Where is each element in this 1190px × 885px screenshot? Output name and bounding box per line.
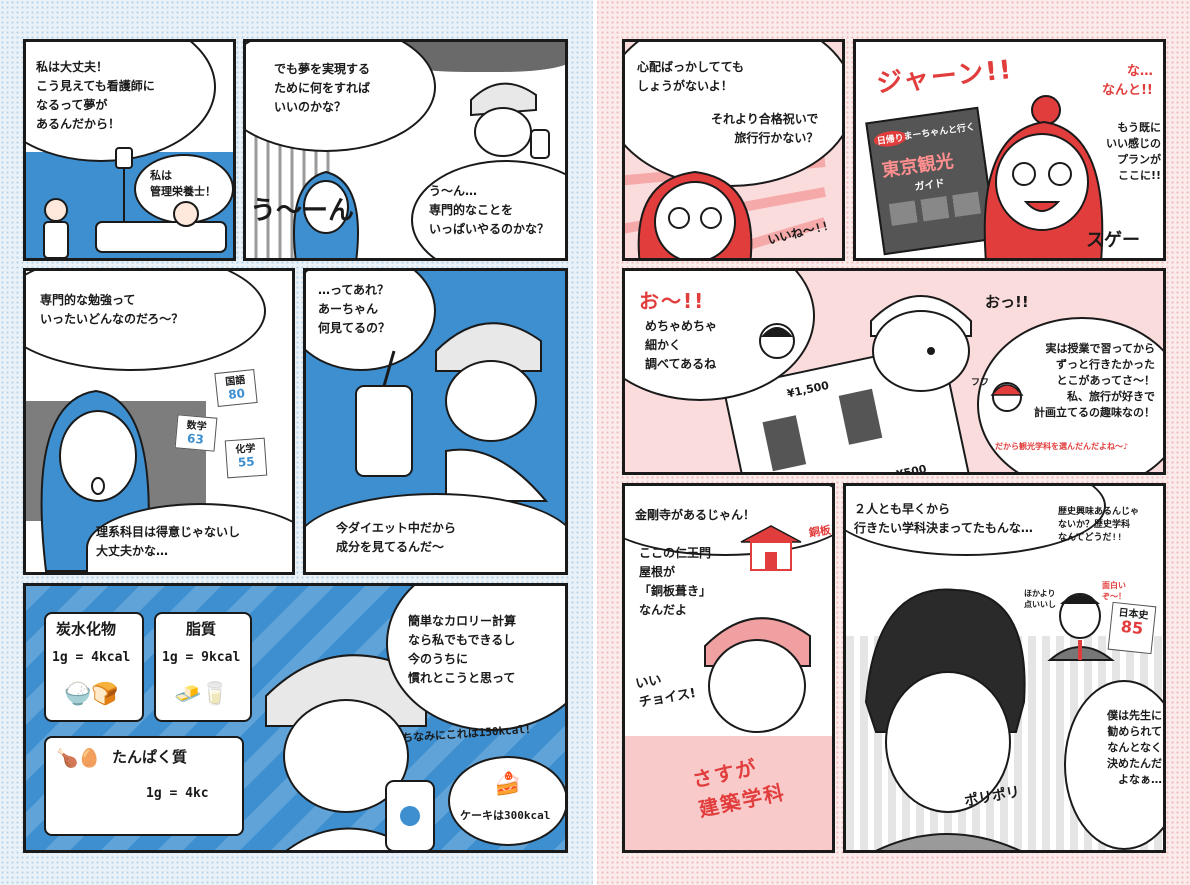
girl-with-drink: [355, 322, 549, 502]
hospital-bed-illustration: [43, 147, 227, 258]
speech-bubble-answer: [306, 493, 565, 572]
panel-nurse-dream: 私は大丈夫！ こう見えても看護師に なるって夢が あるんだから！ 私は 管理栄養…: [23, 39, 236, 261]
dream-text: 私は大丈夫！ こう見えても看護師に なるって夢が あるんだから！: [36, 60, 155, 131]
panel-trip-suggestion: 心配ばっかしてても しょうがないよ！ それより合格祝いで 旅行行かない？ いいね…: [622, 39, 845, 261]
note-score: 55: [237, 454, 256, 470]
note-score: 63: [186, 431, 205, 447]
guide-subtitle: まーちゃんと行く: [902, 122, 976, 143]
teacher-aside-fun: 面白い ぞ〜！: [1102, 581, 1126, 601]
cake-icon: 🍰: [494, 772, 522, 797]
early-decision-text: ２人とも早くから 行きたい学科決まってたもんな…: [854, 502, 1033, 535]
girl-thinking-blue-hair: [293, 170, 359, 258]
thought-bubble-cake: [448, 756, 565, 846]
panel-wonder-study: 専門的な勉強って いったいどんなのだろ〜？ 国語 80 数学 63 化学 55 …: [23, 268, 295, 575]
panel-teacher-recommendation: ２人とも早くから 行きたい学科決まってたもんな… 歴史興味あるんじゃ ないか？歴…: [843, 483, 1166, 853]
oh-sfx: おっ!!: [985, 293, 1029, 311]
boy-dark-hair-thinking: [864, 588, 1026, 850]
ask-text: …ってあれ？ あーちゃん 何見てるの？: [318, 283, 391, 335]
boy-small-face: [759, 323, 795, 359]
boy-looking-closely: [870, 295, 972, 392]
panel-copper-roof: 金剛寺があるじゃん！ ここの仁王門 屋根が 「銅板葺き」 なんだよ 銅板 いい …: [622, 483, 835, 853]
kongo-text: 金剛寺があるじゃん！: [635, 508, 756, 522]
card-carbohydrates: 炭水化物 1g = 4kcal 🍚🍞: [44, 612, 144, 722]
butter-milk-icon: 🧈🥛: [174, 682, 229, 707]
question-text: でも夢を実現する ために何をすれば いいのかな？: [274, 62, 371, 114]
teacher-aside-score: ほかより 点いいし: [1024, 589, 1056, 609]
trip-text: それより合格祝いで 旅行行かない？: [711, 112, 819, 145]
copper-label: 銅板: [808, 523, 832, 540]
panel-calorie-calc: 炭水化物 1g = 4kcal 🍚🍞 脂質 1g = 9kcal 🧈🥛 🍗🥚 た…: [23, 583, 568, 853]
science-worry-text: 理系科目は得意じゃないし 大丈夫かな…: [96, 525, 241, 558]
panel-how-to-achieve: でも夢を実現する ために何をすれば いいのかな？ う〜ーん う〜ん… 専門的なこ…: [243, 39, 568, 261]
fat-title: 脂質: [186, 620, 217, 638]
confess-text: 僕は先生に 勧められて なんとなく 決めたんだ よなぁ…: [1107, 709, 1162, 786]
speech-bubble-kongo: [625, 486, 832, 556]
test-paper-japanese: 国語 80: [214, 369, 258, 407]
test-paper-math: 数学 63: [174, 414, 218, 452]
note-score: 80: [227, 386, 246, 402]
footnote-text: だから観光学科を選んだんだよね〜♪: [995, 442, 1129, 451]
panel-what-are-you-looking-at: …ってあれ？ あーちゃん 何見てるの？ 今ダイエット中だから 成分を見てるんだ〜: [303, 268, 568, 575]
price-1500: ¥1,500: [785, 378, 831, 401]
hmm-sfx: う〜ーん: [250, 196, 355, 226]
teacher-with-suit: [1047, 593, 1115, 661]
plan-block-1: [762, 415, 807, 472]
protein-title: たんぱく質: [112, 748, 188, 766]
reply-text: 実は授業で習ってから ずっと行きたかった とこがあってさ〜！ 私、旅行が好きで …: [1034, 342, 1155, 419]
wonder-text: 専門的な勉強って いったいどんなのだろ〜？: [40, 293, 184, 326]
girl-red-bun-showing-guide: [983, 95, 1104, 258]
answer-text: 今ダイエット中だから 成分を見てるんだ〜: [336, 521, 456, 554]
plan-block-2: [838, 388, 883, 445]
teacher-suggestion: 歴史興味あるんじゃ ないか？歴史学科 なんてどうだ!!: [1058, 507, 1140, 543]
dietitian-text: 私は 管理栄養士！: [150, 169, 216, 198]
carb-value: 1g = 4kcal: [52, 650, 131, 665]
fat-value: 1g = 9kcal: [162, 650, 241, 665]
plan-ready-text: もう既に いい感じの プランが ここに!!: [1106, 121, 1161, 182]
worry-text: 心配ばっかしてても しょうがないよ！: [637, 60, 745, 93]
ooh-sfx: お〜!!: [639, 289, 706, 313]
girl-with-beanie: [470, 82, 550, 159]
nanto-exclaim: な… なんと!!: [1102, 64, 1153, 98]
guide-photo-squares: [888, 191, 981, 226]
girl-red-small-face: [990, 382, 1024, 412]
panel-jaan-guide: ジャーン!! 日帰り まーちゃんと行く 東京観光 ガイド な… なんと!! もう…: [853, 39, 1166, 261]
girl-red-hair-glasses: [637, 170, 753, 258]
pink-flash: [625, 736, 832, 850]
card-fat: 脂質 1g = 9kcal 🧈🥛: [154, 612, 252, 722]
fufu-sfx: フフ: [971, 378, 990, 388]
ta-da-sfx: ジャーン!!: [875, 54, 1015, 100]
calorie-speech-text: 簡単なカロリー計算 なら私でもできるし 今のうちに 慣れとこうと思って: [408, 614, 517, 685]
page-gutter: [593, 0, 597, 885]
chicken-egg-icon: 🍗🥚: [56, 748, 101, 769]
card-protein: 🍗🥚 たんぱく質 1g = 4kc: [44, 736, 244, 836]
history-test-paper: 日本史 85: [1107, 601, 1157, 655]
protein-value: 1g = 4kc: [146, 786, 209, 801]
rice-bread-icon: 🍚🍞: [64, 682, 119, 707]
girl-pointing-with-drink: [265, 654, 435, 850]
detailed-text: めちゃめちゃ 細かく 調べてあるね: [645, 319, 718, 371]
wow-sfx: スゲー: [1086, 230, 1140, 251]
test-paper-chemistry: 化学 55: [224, 437, 268, 479]
price-500: ¥500: [895, 462, 928, 475]
guide-word: ガイド: [914, 178, 946, 194]
roof-text: ここの仁王門 屋根が 「銅板葺き」 なんだよ: [639, 546, 712, 617]
temple-gate-icon: [740, 525, 802, 571]
carb-title: 炭水化物: [56, 620, 117, 638]
speech-bubble-worry: [625, 42, 842, 187]
panel-detailed-plan: ¥1,500 ¥500 お〜!! めちゃめちゃ 細かく 調べてあるね おっ!! …: [622, 268, 1166, 475]
cake-calorie-note: ケーキは300kcal: [460, 809, 551, 822]
specialized-thought-text: う〜ん… 専門的なことを いっぱいやるのかな？: [429, 184, 550, 236]
thought-bubble-confess: [1064, 680, 1163, 850]
